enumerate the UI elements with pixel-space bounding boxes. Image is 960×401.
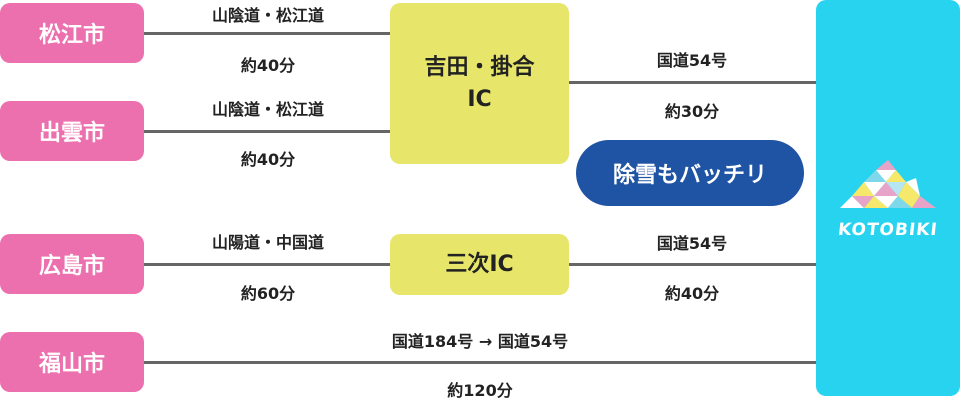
time-label-hiroshima: 約60分 <box>240 284 296 303</box>
time-label-matsue: 約40分 <box>240 56 296 75</box>
time-label-izumo: 約40分 <box>240 150 296 169</box>
road-label-izumo: 山陰道・松江道 <box>211 100 324 119</box>
road-label-matsue: 山陰道・松江道 <box>211 6 324 25</box>
destination-kotobiki: KOTOBIKI <box>816 0 960 396</box>
time-label-fukuyama: 約120分 <box>447 381 513 400</box>
route-line-yoshida-dest <box>568 81 818 84</box>
route-line-hiroshima <box>144 263 392 266</box>
city-izumo: 出雲市 <box>0 101 144 161</box>
ic-miyoshi: 三次IC <box>390 234 569 295</box>
ic-yoshida-suffix: IC <box>467 86 492 112</box>
route-line-matsue <box>144 32 392 35</box>
road-label-miyoshi-dest: 国道54号 <box>656 234 728 253</box>
mountain-triangles-logo-icon <box>840 160 936 208</box>
destination-logo-text: KOTOBIKI <box>837 220 939 240</box>
city-matsue: 松江市 <box>0 3 144 63</box>
ic-miyoshi-name: 三次IC <box>445 251 514 277</box>
road-label-yoshida-dest: 国道54号 <box>656 51 728 70</box>
road-label-fukuyama: 国道184号 → 国道54号 <box>391 332 569 351</box>
route-line-fukuyama <box>144 361 818 364</box>
snow-removal-badge: 除雪もバッチリ <box>576 140 804 206</box>
ic-yoshida-name: 吉田・掛合 <box>424 54 535 80</box>
ic-yoshida-kakeya: 吉田・掛合 IC <box>390 3 569 164</box>
city-fukuyama: 福山市 <box>0 332 144 392</box>
city-hiroshima: 広島市 <box>0 234 144 294</box>
route-line-izumo <box>144 130 392 133</box>
road-label-hiroshima: 山陽道・中国道 <box>211 233 324 252</box>
route-line-miyoshi-dest <box>568 263 818 266</box>
time-label-yoshida-dest: 約30分 <box>664 102 720 121</box>
time-label-miyoshi-dest: 約40分 <box>664 284 720 303</box>
